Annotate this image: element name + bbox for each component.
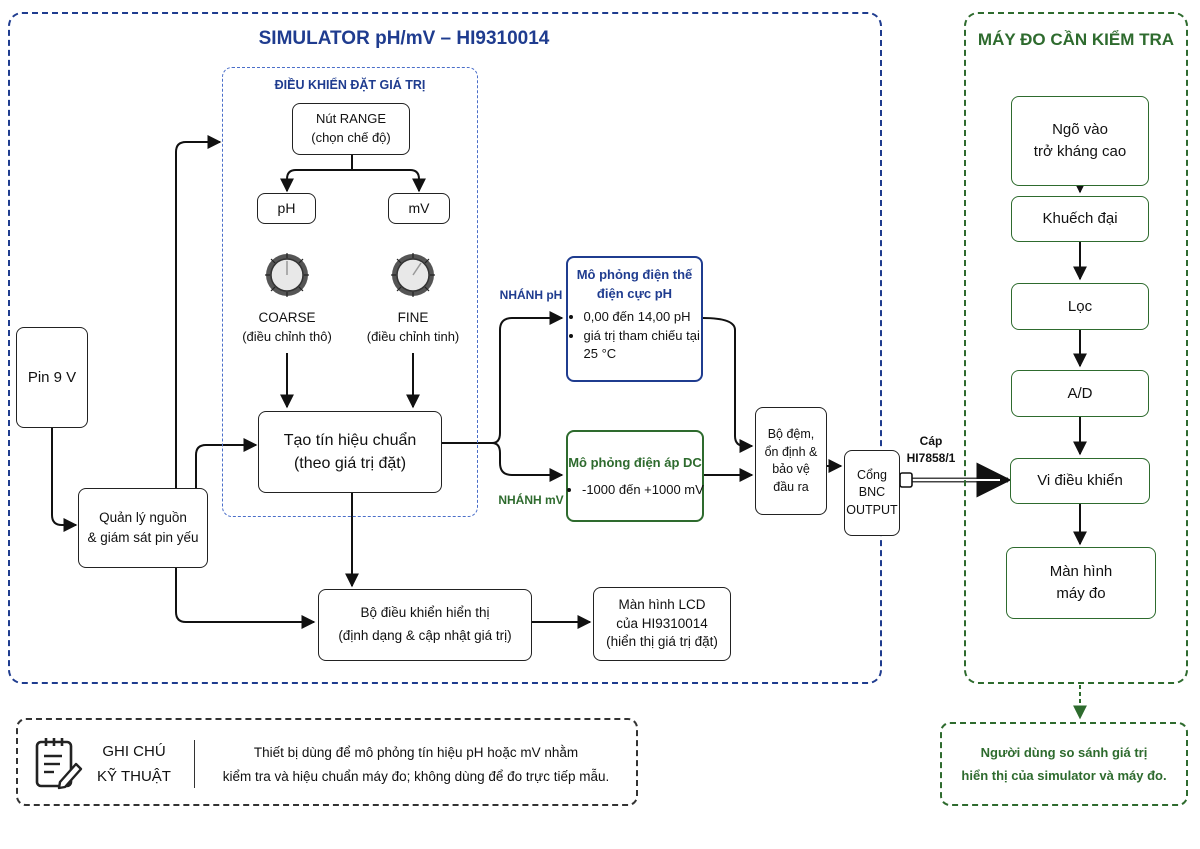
signal-line-1: Tạo tín hiệu chuẩn	[283, 431, 417, 449]
arrow-branch-mv	[491, 442, 564, 482]
meter-title: MÁY ĐO CẦN KIỂM TRA	[977, 30, 1175, 49]
arrow-battery-power	[51, 428, 78, 532]
buffer-line-1: Bộ đệm,	[767, 427, 815, 441]
meter-screen-box: Màn hình máy đo	[1006, 547, 1156, 619]
range-button-label: Nút RANGE	[315, 111, 387, 127]
battery-label: Pin 9 V	[27, 368, 77, 386]
cable-label: Cáp HI7858/1	[898, 433, 964, 467]
meter-filter-label: Lọc	[1067, 297, 1093, 315]
fine-knob-icon[interactable]	[391, 253, 435, 297]
meter-mcu-box: Vi điều khiển	[1010, 458, 1150, 504]
checklist-pencil-icon	[35, 738, 83, 790]
coarse-title: COARSE	[258, 310, 316, 325]
mv-sim-bullets: -1000 đến +1000 mV	[566, 481, 704, 500]
ph-sim-bullet-reference: giá trị tham chiếu tại 25 °C	[584, 327, 702, 365]
lcd-line-3: (hiển thị giá trị đặt)	[606, 634, 718, 650]
bnc-line-1: Cổng	[857, 467, 887, 482]
meter-amp-label: Khuếch đại	[1042, 210, 1118, 228]
simulator-group	[8, 12, 882, 684]
tech-note-box	[16, 718, 638, 806]
signal-generator-box: Tạo tín hiệu chuẩn (theo giá trị đặt)	[258, 411, 442, 493]
tech-note-title-1: GHI CHÚ	[102, 743, 166, 760]
range-button-sub: (chọn chế độ)	[311, 130, 391, 145]
ph-sim-bullet-range: 0,00 đến 14,00 pH	[584, 308, 702, 327]
meter-input-box: Ngõ vào trở kháng cao	[1011, 96, 1149, 186]
arrow-range-ph	[280, 169, 352, 193]
power-management-box: Quản lý nguồn & giám sát pin yếu	[78, 488, 208, 568]
meter-adc-label: A/D	[1067, 384, 1093, 402]
ph-mode-label: pH	[277, 200, 296, 217]
power-line-1: Quản lý nguồn	[99, 510, 187, 526]
tech-note-text-2: kiểm tra và hiệu chuẩn máy đo; không dùn…	[222, 769, 610, 785]
user-note-line-1: Người dùng so sánh giá trị	[980, 744, 1148, 760]
tech-note-divider	[194, 740, 195, 788]
mv-simulation-box: Mô phỏng điện áp DC -1000 đến +1000 mV	[566, 430, 704, 522]
user-note-line-2: hiển thị của simulator và máy đo.	[961, 768, 1167, 783]
meter-adc-box: A/D	[1011, 370, 1149, 417]
display-ctrl-line-2: (định dạng & cập nhật giá trị)	[338, 628, 512, 643]
controls-group	[222, 67, 478, 517]
lcd-line-1: Màn hình LCD	[618, 596, 706, 612]
ph-simulation-box: Mô phỏng điện thế điện cực pH 0,00 đến 1…	[566, 256, 703, 382]
ph-sim-title-2: điện cực pH	[596, 285, 673, 301]
fine-sub: (điều chỉnh tinh)	[366, 328, 460, 344]
meter-screen-line-1: Màn hình	[1049, 563, 1113, 581]
tech-note-title: GHI CHÚ KỸ THUẬT	[86, 740, 182, 790]
meter-input-line-2: trở kháng cao	[1033, 143, 1127, 160]
meter-group	[964, 12, 1188, 684]
power-line-2: & giám sát pin yếu	[87, 530, 199, 545]
bnc-line-2: BNC	[858, 485, 886, 500]
fine-title: FINE	[397, 310, 429, 325]
buffer-line-3: bảo vệ	[772, 462, 810, 476]
meter-amp-box: Khuếch đại	[1011, 196, 1149, 242]
tech-note-text: Thiết bị dùng để mô phỏng tín hiệu pH ho…	[200, 741, 632, 790]
display-controller-box: Bộ điều khiển hiển thị (định dạng & cập …	[318, 589, 532, 661]
controls-title: ĐIỀU KHIỂN ĐẶT GIÁ TRỊ	[274, 78, 426, 92]
arrow-power-controls	[175, 135, 222, 488]
coarse-label: COARSE (điều chỉnh thô)	[227, 309, 347, 346]
ph-mode-button[interactable]: pH	[257, 193, 316, 224]
tech-note-text-1: Thiết bị dùng để mô phỏng tín hiệu pH ho…	[253, 745, 579, 760]
ph-sim-title-1: Mô phỏng điện thế	[576, 267, 693, 282]
buffer-line-2: ổn định &	[764, 444, 818, 459]
ph-sim-bullets: 0,00 đến 14,00 pH giá trị tham chiếu tại…	[568, 308, 702, 365]
arrow-range-mv	[352, 169, 426, 193]
meter-filter-box: Lọc	[1011, 283, 1149, 330]
coarse-knob-icon[interactable]	[265, 253, 309, 297]
cable-label-2: HI7858/1	[906, 450, 956, 465]
display-ctrl-line-1: Bộ điều khiển hiển thị	[360, 605, 490, 621]
mv-mode-label: mV	[408, 200, 430, 217]
arrow-power-display	[175, 568, 316, 629]
fine-label: FINE (điều chỉnh tinh)	[353, 309, 473, 346]
arrow-power-signal	[195, 438, 258, 488]
mv-mode-button[interactable]: mV	[388, 193, 450, 224]
signal-line-2: (theo giá trị đặt)	[293, 455, 407, 472]
meter-input-line-1: Ngõ vào	[1052, 121, 1108, 139]
arrow-branch-ph	[491, 311, 564, 444]
bnc-line-3: OUTPUT	[846, 502, 898, 517]
battery-box: Pin 9 V	[16, 327, 88, 428]
arrow-phsim-buffer	[702, 317, 754, 453]
simulator-title: SIMULATOR pH/mV – HI9310014	[258, 28, 550, 49]
mv-sim-bullet-range: -1000 đến +1000 mV	[582, 481, 704, 500]
meter-mcu-label: Vi điều khiển	[1037, 472, 1123, 490]
lcd-box: Màn hình LCD của HI9310014 (hiển thị giá…	[593, 587, 731, 661]
range-button[interactable]: Nút RANGE (chọn chế độ)	[292, 103, 410, 155]
tech-note-title-2: KỸ THUẬT	[97, 767, 171, 785]
coarse-sub: (điều chỉnh thô)	[242, 328, 332, 344]
bnc-output-box[interactable]: Cổng BNC OUTPUT	[844, 450, 900, 536]
user-note-box: Người dùng so sánh giá trị hiển thị của …	[940, 722, 1188, 806]
mv-sim-title: Mô phỏng điện áp DC	[568, 455, 702, 470]
buffer-line-4: đầu ra	[773, 479, 809, 494]
ph-branch-label: NHÁNH pH	[499, 288, 563, 302]
buffer-box: Bộ đệm, ổn định & bảo vệ đầu ra	[755, 407, 827, 515]
mv-branch-label: NHÁNH mV	[498, 493, 564, 507]
meter-screen-line-2: máy đo	[1056, 585, 1106, 602]
lcd-line-2: của HI9310014	[616, 615, 708, 631]
cable-label-1: Cáp	[919, 434, 943, 448]
cable-connector	[899, 472, 913, 488]
